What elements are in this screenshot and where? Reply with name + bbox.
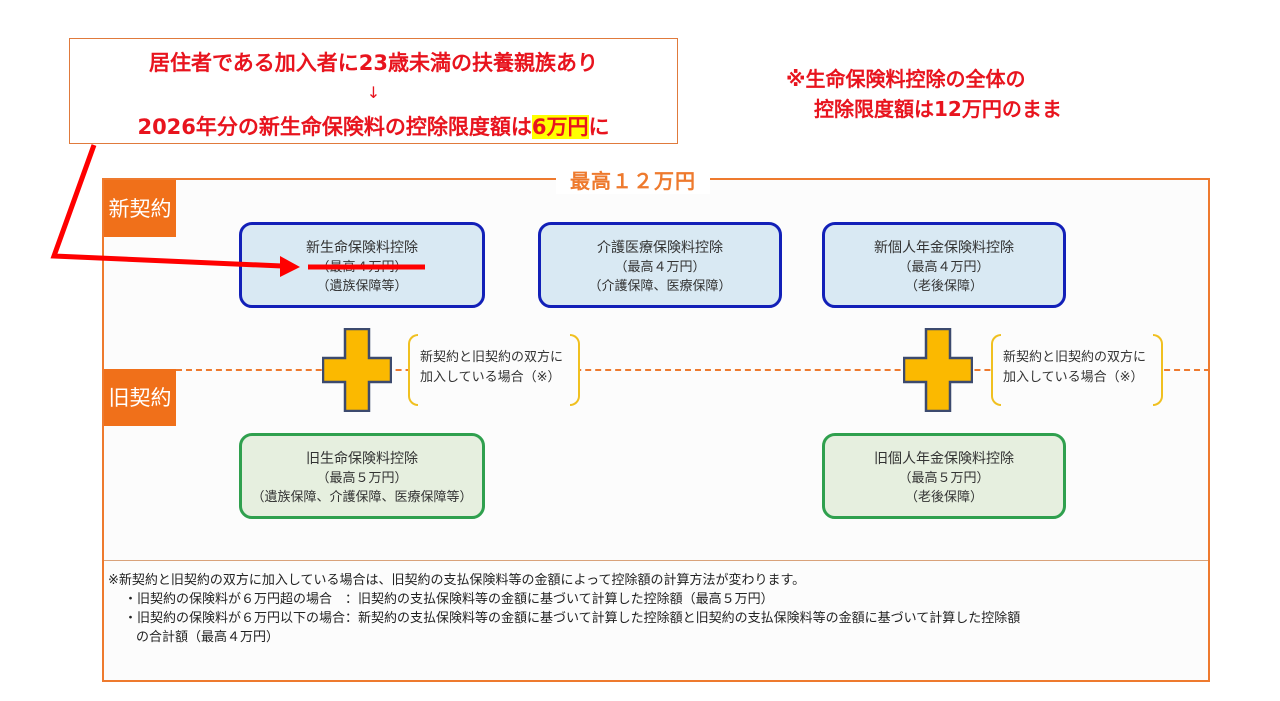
plus-icon: [322, 328, 392, 412]
note-line-2: 控除限度額は12万円のまま: [814, 97, 1062, 121]
callout-line-3: 2026年分の新生命保険料の控除限度額は6万円に: [70, 111, 677, 141]
old-pension-insurance-box: 旧個人年金保険料控除 （最高５万円） （老後保障）: [822, 433, 1066, 519]
bracket-line-2: 加入している場合（※）: [420, 370, 561, 385]
footnote-line-4: の合計額（最高４万円）: [136, 630, 280, 645]
both-contracts-note: 新契約と旧契約の双方に 加入している場合（※）: [991, 334, 1163, 406]
footnote-line-1: ※新契約と旧契約の双方に加入している場合は、旧契約の支払保険料等の金額によって控…: [108, 573, 806, 588]
footnote-line-3: ・旧契約の保険料が６万円以下の場合：新契約の支払保険料等の金額に基づいて計算した…: [124, 611, 1021, 626]
annotation-callout: 居住者である加入者に23歳未満の扶養親族あり ↓ 2026年分の新生命保険料の控…: [69, 38, 678, 144]
frame-title: 最高１２万円: [556, 165, 710, 194]
box-title: 新個人年金保険料控除: [874, 240, 1014, 256]
new-life-insurance-box: 新生命保険料控除 （最高４万円） （遺族保障等）: [239, 222, 485, 308]
old-contract-tag: 旧契約: [104, 369, 176, 426]
callout-prefix: 2026年分の新生命保険料の控除限度額は: [137, 115, 532, 139]
box-scope: （遺族保障、介護保障、医療保障等）: [251, 490, 473, 505]
box-scope: （介護保障、医療保障）: [588, 279, 732, 294]
box-max: （最高４万円）: [614, 260, 706, 275]
footnote: ※新契約と旧契約の双方に加入している場合は、旧契約の支払保険料等の金額によって控…: [108, 571, 1020, 647]
box-scope: （老後保障）: [904, 279, 983, 294]
box-title: 新生命保険料控除: [306, 240, 418, 256]
box-title: 介護医療保険料控除: [597, 240, 723, 256]
callout-suffix: に: [588, 115, 610, 139]
both-contracts-note: 新契約と旧契約の双方に 加入している場合（※）: [408, 334, 580, 406]
footnote-divider: [104, 560, 1208, 561]
plus-icon: [903, 328, 973, 412]
box-max: （最高５万円）: [898, 471, 990, 486]
bracket-line-1: 新契約と旧契約の双方に: [1003, 350, 1147, 365]
care-medical-insurance-box: 介護医療保険料控除 （最高４万円） （介護保障、医療保障）: [538, 222, 782, 308]
box-title: 旧個人年金保険料控除: [874, 451, 1014, 467]
box-max: （最高４万円）: [316, 260, 408, 275]
bracket-line-2: 加入している場合（※）: [1003, 370, 1144, 385]
callout-line-1: 居住者である加入者に23歳未満の扶養親族あり: [148, 51, 598, 75]
contract-divider-dashed: [176, 369, 1210, 371]
box-max: （最高５万円）: [316, 471, 408, 486]
box-scope: （遺族保障等）: [316, 279, 408, 294]
total-limit-note: ※生命保険料控除の全体の 控除限度額は12万円のまま: [786, 64, 1062, 124]
box-scope: （老後保障）: [904, 490, 983, 505]
bracket-line-1: 新契約と旧契約の双方に: [420, 350, 564, 365]
new-contract-tag: 新契約: [104, 180, 176, 237]
box-title: 旧生命保険料控除: [306, 451, 418, 467]
box-max: （最高４万円）: [898, 260, 990, 275]
note-line-1: ※生命保険料控除の全体の: [786, 67, 1026, 91]
old-life-insurance-box: 旧生命保険料控除 （最高５万円） （遺族保障、介護保障、医療保障等）: [239, 433, 485, 519]
footnote-line-2: ・旧契約の保険料が６万円超の場合 ：旧契約の支払保険料等の金額に基づいて計算した…: [124, 592, 774, 607]
callout-arrow: ↓: [366, 83, 381, 102]
callout-highlight: 6万円: [531, 115, 589, 139]
new-pension-insurance-box: 新個人年金保険料控除 （最高４万円） （老後保障）: [822, 222, 1066, 308]
